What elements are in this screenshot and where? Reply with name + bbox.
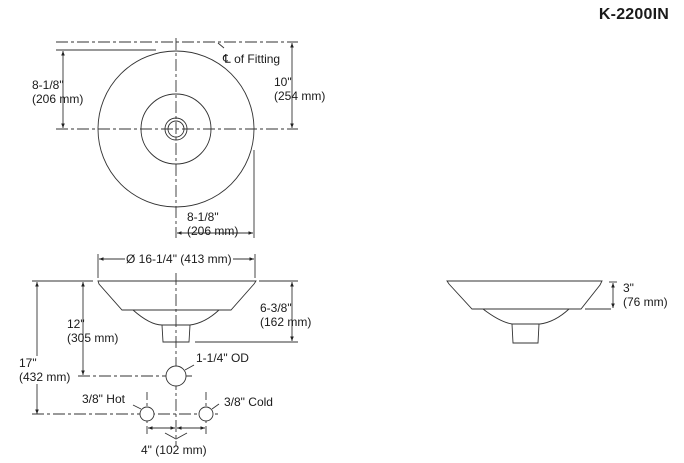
side-view — [446, 280, 617, 344]
hot-supply — [139, 406, 155, 422]
model-number: K-2200IN — [598, 6, 669, 23]
centerline-icon: ℄ — [223, 52, 231, 66]
supply-spacing-label: 4" (102 mm) — [141, 443, 207, 457]
drain-height-label: 12" (305 mm) — [67, 317, 119, 345]
cold-supply-label: 3/8" Cold — [224, 395, 273, 409]
centerline-of-fitting-label: ℄ of Fitting — [223, 52, 281, 66]
height-label: 6-3/8" (162 mm) — [260, 301, 312, 329]
drain-od-label: 1-1/4" OD — [196, 351, 249, 365]
front-view — [32, 254, 298, 446]
diameter-label: Ø 16-1/4" (413 mm) — [125, 252, 233, 266]
basin-outer-rim — [97, 50, 255, 208]
rim-height-label: 3" (76 mm) — [623, 281, 668, 309]
cold-supply — [198, 406, 214, 422]
drain-pipe — [165, 365, 187, 387]
supply-height-label: 17" (432 mm) — [19, 356, 71, 384]
dim-left-label: 8-1/8" (206 mm) — [32, 78, 84, 106]
top-view — [56, 38, 298, 238]
hot-supply-label: 3/8" Hot — [82, 392, 125, 406]
drain-opening — [167, 120, 185, 138]
side-basin-profile — [446, 280, 603, 310]
basin-profile — [97, 280, 257, 311]
dim-right-label: 10" (254 mm) — [274, 75, 326, 103]
basin-inner-bowl — [140, 93, 212, 165]
dim-bottom-label: 8-1/8" (206 mm) — [187, 210, 239, 238]
